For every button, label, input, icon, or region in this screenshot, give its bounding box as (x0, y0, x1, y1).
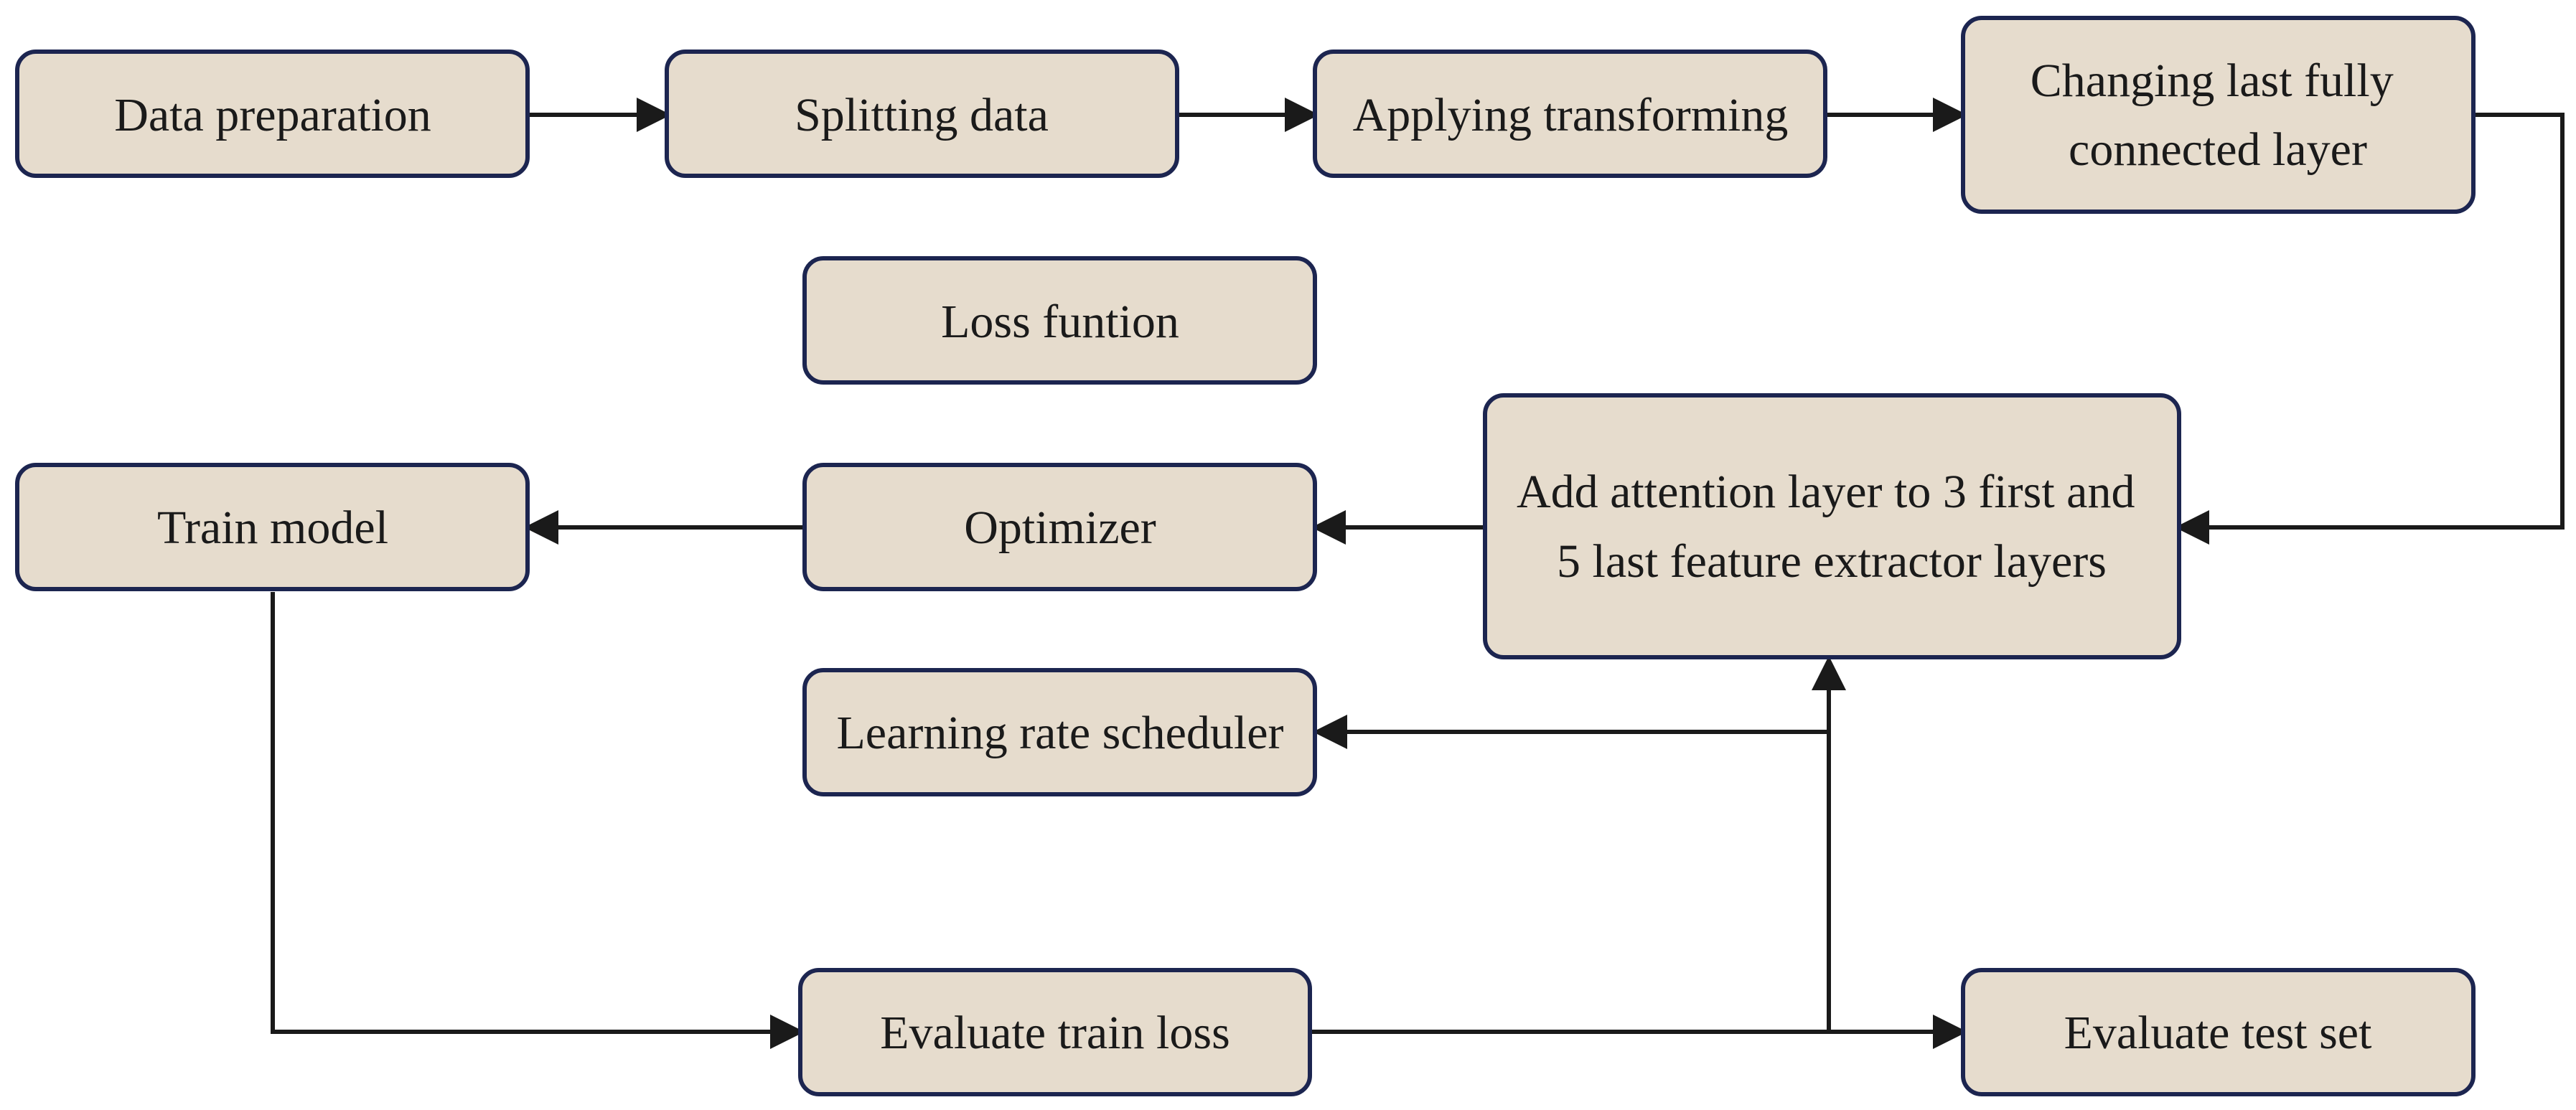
node-data-preparation: Data preparation (15, 50, 530, 178)
svg-text:Learning rate scheduler: Learning rate scheduler (836, 707, 1283, 759)
svg-text:Evaluate train loss: Evaluate train loss (880, 1007, 1230, 1059)
node-splitting-data-label: Splitting data (795, 89, 1049, 141)
node-lr-scheduler: Learning rate scheduler (802, 668, 1317, 796)
svg-text:Data preparation: Data preparation (114, 89, 431, 141)
edge-changing-last-fc-to-attention-layer (2175, 113, 2565, 545)
svg-text:Evaluate test set: Evaluate test set (2064, 1007, 2372, 1059)
node-optimizer-label: Optimizer (964, 502, 1156, 554)
node-evaluate-test-set: Evaluate test set (1961, 968, 2476, 1096)
node-splitting-data: Splitting data (665, 50, 1179, 178)
svg-text:Add attention layer to 3 first: Add attention layer to 3 first and 5 las… (1517, 466, 2147, 588)
node-changing-last-fc-label-line2: connected layer (2069, 123, 2367, 176)
node-evaluate-train-loss-label: Evaluate train loss (880, 1007, 1230, 1059)
node-attention-layer-label-line2: 5 last feature extractor layers (1557, 535, 2107, 588)
node-lr-scheduler-label: Learning rate scheduler (836, 707, 1283, 759)
svg-text:Applying transforming: Applying transforming (1353, 89, 1789, 141)
node-evaluate-train-loss: Evaluate train loss (798, 968, 1312, 1096)
node-applying-transforming: Applying transforming (1313, 50, 1827, 178)
node-loss-function: Loss funtion (802, 256, 1317, 385)
node-attention-layer: Add attention layer to 3 first and 5 las… (1483, 393, 2181, 659)
svg-text:Changing last fully conn: Changing last fully connected layer (2031, 55, 2405, 176)
node-evaluate-test-set-label: Evaluate test set (2064, 1007, 2372, 1059)
node-train-model: Train model (15, 463, 530, 591)
node-data-preparation-label: Data preparation (114, 89, 431, 141)
node-train-model-label: Train model (157, 502, 388, 554)
svg-text:Train model: Train model (157, 502, 388, 554)
node-optimizer: Optimizer (802, 463, 1317, 591)
connectors (271, 98, 2565, 1049)
node-changing-last-fc: Changing last fully connected layer (1961, 16, 2476, 214)
node-changing-last-fc-label-line1: Changing last fully (2031, 55, 2394, 107)
edge-train-model-to-evaluate-train-loss (271, 592, 805, 1049)
node-loss-function-label: Loss funtion (941, 296, 1179, 348)
svg-text:Loss funtion: Loss funtion (941, 296, 1179, 348)
svg-text:Splitting data: Splitting data (795, 89, 1049, 141)
node-applying-transforming-label: Applying transforming (1353, 89, 1789, 141)
svg-text:Optimizer: Optimizer (964, 502, 1156, 554)
node-attention-layer-label-line1: Add attention layer to 3 first and (1517, 466, 2135, 518)
